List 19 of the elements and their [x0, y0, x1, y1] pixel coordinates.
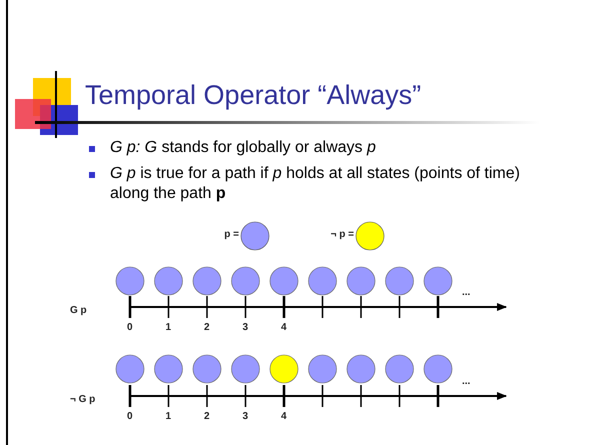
bullet-text: G p is true for a path if p holds at all states (points of time) along the path p [110, 164, 521, 204]
tick-label: 4 [281, 411, 287, 422]
tick-label: 0 [127, 322, 133, 333]
legend-label: ¬ p = [330, 229, 354, 240]
tick-label: 1 [166, 411, 172, 422]
row-label: G p [70, 305, 87, 316]
tick-label: 4 [281, 322, 287, 333]
ellipsis-text: ... [462, 376, 470, 387]
slide-title: Temporal Operator “Always” [85, 80, 422, 111]
tick-label: 1 [166, 322, 172, 333]
tick-label: 0 [127, 411, 133, 422]
legend-label: p = [223, 229, 239, 240]
row-label: ¬ G p [70, 394, 96, 405]
tick-label: 3 [242, 322, 248, 333]
tick-label: 2 [204, 322, 210, 333]
ellipsis-text: ... [462, 287, 470, 298]
bullet-text: G p: G stands for globally or always p [110, 138, 377, 158]
tick-label: 3 [242, 411, 248, 422]
tick-label: 2 [204, 411, 210, 422]
